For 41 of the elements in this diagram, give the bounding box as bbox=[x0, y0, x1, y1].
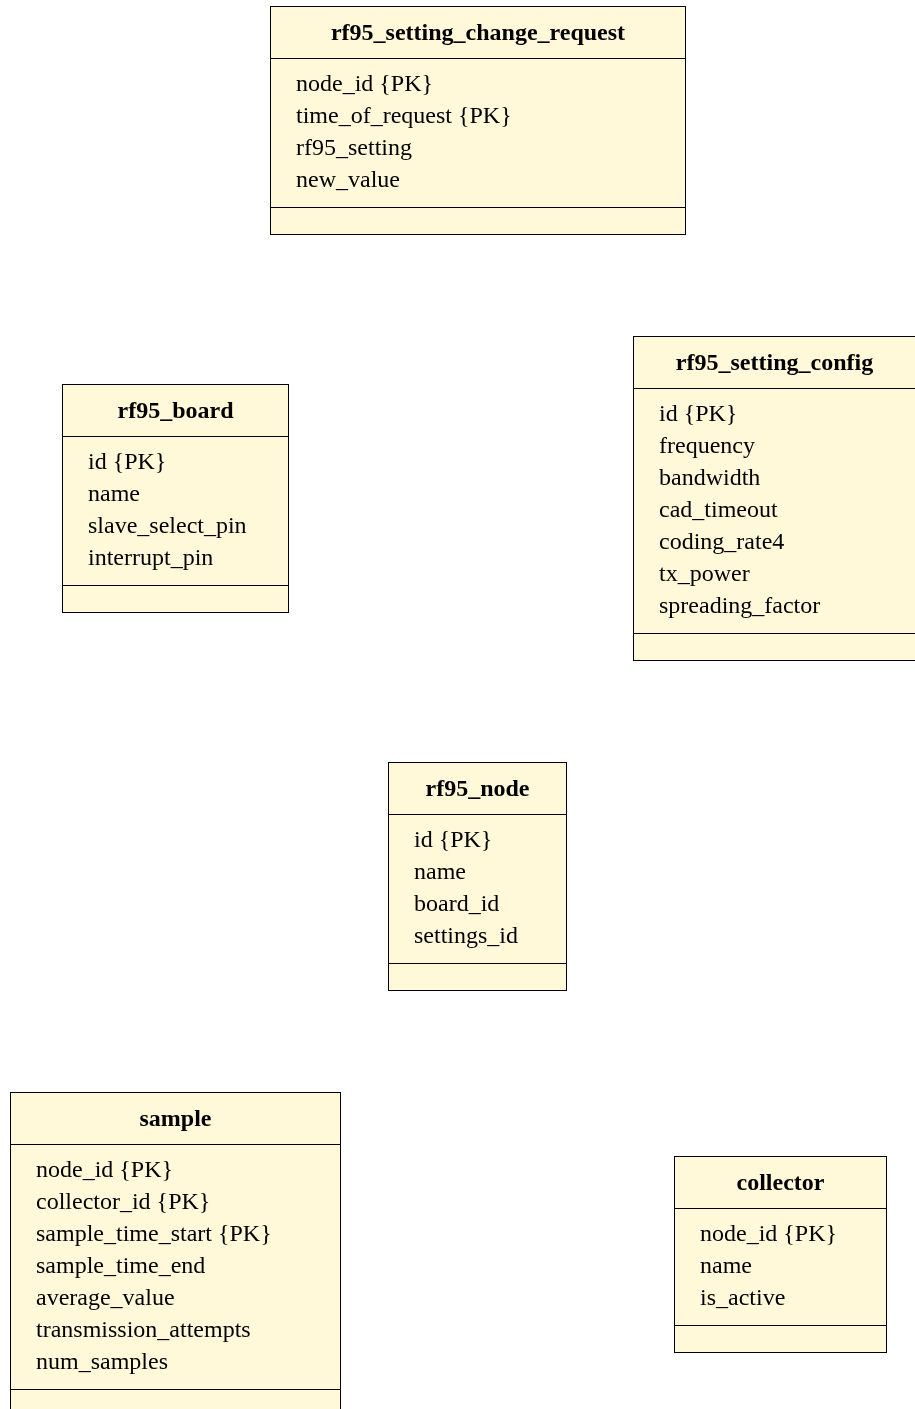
attribute-text: name bbox=[88, 479, 140, 508]
attribute-text: spreading_factor bbox=[659, 591, 821, 620]
attribute-text: bandwidth bbox=[659, 463, 761, 492]
attribute-text: sample_time_start {PK} bbox=[36, 1219, 272, 1248]
attribute-text: time_of_request {PK} bbox=[296, 101, 512, 130]
attribute-text: sample_time_end bbox=[36, 1251, 206, 1280]
attribute-text: is_active bbox=[700, 1283, 786, 1312]
class-box bbox=[62, 384, 289, 613]
attribute-text: num_samples bbox=[36, 1347, 168, 1376]
class-box bbox=[10, 1092, 341, 1409]
attribute-text: node_id {PK} bbox=[296, 69, 434, 98]
attribute-text: rf95_setting bbox=[296, 133, 412, 162]
class-name: rf95_setting_config bbox=[675, 349, 874, 376]
attribute-text: id {PK} bbox=[414, 825, 493, 854]
attribute-text: name bbox=[700, 1251, 752, 1280]
class-box bbox=[633, 336, 915, 661]
attribute-text: average_value bbox=[36, 1283, 175, 1312]
attribute-text: tx_power bbox=[659, 559, 750, 588]
attribute-text: interrupt_pin bbox=[88, 543, 214, 572]
attribute-text: node_id {PK} bbox=[700, 1219, 838, 1248]
attribute-text: coding_rate4 bbox=[659, 527, 785, 556]
class-box bbox=[674, 1156, 887, 1353]
attribute-text: cad_timeout bbox=[659, 495, 778, 524]
attribute-text: id {PK} bbox=[88, 447, 167, 476]
attribute-text: slave_select_pin bbox=[88, 511, 247, 540]
attribute-text: transmission_attempts bbox=[36, 1315, 251, 1344]
class-name: sample bbox=[139, 1105, 212, 1132]
attribute-text: name bbox=[414, 857, 466, 886]
attribute-text: frequency bbox=[659, 431, 755, 460]
class-name: rf95_setting_change_request bbox=[330, 19, 626, 46]
class-name: collector bbox=[736, 1169, 825, 1196]
class-box bbox=[388, 762, 567, 991]
class-name: rf95_board bbox=[117, 397, 234, 424]
attribute-text: node_id {PK} bbox=[36, 1155, 174, 1184]
class-box bbox=[270, 6, 686, 235]
class-name: rf95_node bbox=[425, 775, 530, 802]
attribute-text: id {PK} bbox=[659, 399, 738, 428]
attribute-text: collector_id {PK} bbox=[36, 1187, 211, 1216]
attribute-text: new_value bbox=[296, 165, 400, 194]
attribute-text: board_id bbox=[414, 889, 500, 918]
attribute-text: settings_id bbox=[414, 921, 518, 950]
